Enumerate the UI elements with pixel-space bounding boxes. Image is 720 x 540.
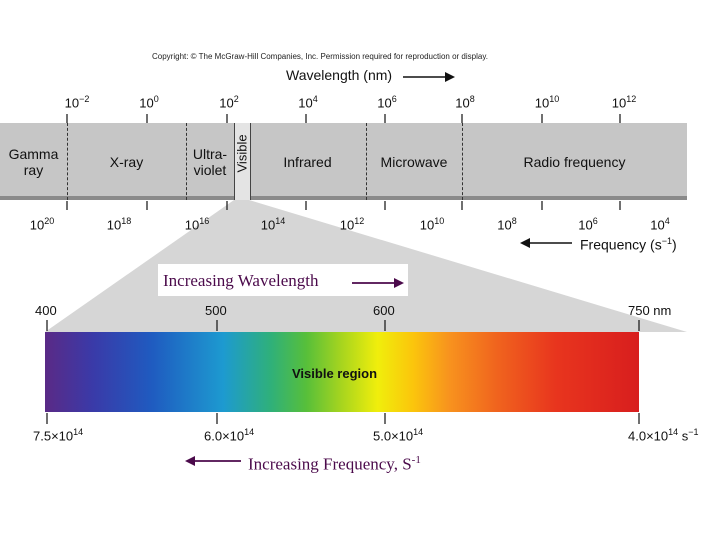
nm-tick: 750 nm bbox=[628, 303, 672, 318]
region-divider bbox=[462, 123, 463, 200]
wavelength-tick: 108 bbox=[455, 94, 475, 111]
frequency-tick: 108 bbox=[497, 216, 517, 233]
figure-label: Figure 7.3 bbox=[31, 25, 89, 40]
arrow-right-icon bbox=[352, 278, 404, 288]
region-ultraviolet: Ultra-violet bbox=[192, 145, 228, 178]
region-divider bbox=[366, 123, 367, 200]
wavelength-axis-title: Wavelength (nm) bbox=[286, 67, 393, 83]
increasing-wavelength-label: Increasing Wavelength bbox=[163, 271, 319, 290]
wavelength-tick-marks bbox=[66, 114, 621, 123]
frequency-value-tick: 4.0×1014 s−1 bbox=[628, 427, 699, 444]
nm-tick: 400 bbox=[35, 303, 57, 318]
nm-tick: 600 bbox=[373, 303, 395, 318]
frequency-tick: 1010 bbox=[419, 216, 445, 233]
region-infrared: Infrared bbox=[283, 153, 332, 170]
frequency-tick: 106 bbox=[578, 216, 598, 233]
frequency-value-tick: 5.0×1014 bbox=[373, 427, 424, 444]
frequency-tick: 1012 bbox=[339, 216, 365, 233]
frequency-tick: 1014 bbox=[260, 216, 286, 233]
wavelength-tick: 1010 bbox=[534, 94, 560, 111]
increasing-wavelength-box bbox=[158, 264, 408, 296]
em-spectrum-band bbox=[0, 123, 687, 200]
region-visible-label: Visible bbox=[234, 134, 250, 173]
visible-region-label: Visible region bbox=[292, 366, 378, 381]
wavelength-tick: 10−2 bbox=[64, 94, 90, 111]
band-shadow bbox=[0, 196, 687, 200]
frequency-tick-marks bbox=[66, 201, 621, 210]
region-visible-strip bbox=[234, 123, 251, 200]
wavelength-tick: 100 bbox=[139, 94, 159, 111]
region-radio-frequency: Radio frequency bbox=[523, 153, 626, 170]
region-microwave: Microwave bbox=[380, 153, 448, 170]
wavelength-tick: 1012 bbox=[611, 94, 637, 111]
wavelength-tick: 104 bbox=[298, 94, 318, 111]
visible-spectrum-bar bbox=[45, 332, 639, 412]
frequency-tick: 104 bbox=[650, 216, 670, 233]
nm-tick-marks bbox=[46, 320, 640, 331]
arrow-left-icon bbox=[520, 238, 572, 248]
increasing-frequency-label: Increasing Frequency, S-1 bbox=[248, 454, 421, 474]
hz-tick-marks bbox=[46, 413, 640, 424]
region-divider bbox=[67, 123, 68, 200]
page-title: Regions of the Electromagnetic Spectrum bbox=[163, 24, 601, 49]
wavelength-tick: 102 bbox=[219, 94, 239, 111]
frequency-axis-title: Frequency (s−1) bbox=[580, 236, 677, 253]
nm-tick: 500 bbox=[205, 303, 227, 318]
frequency-value-tick: 6.0×1014 bbox=[204, 427, 255, 444]
region-x-ray: X-ray bbox=[109, 153, 144, 170]
frequency-tick: 1016 bbox=[184, 216, 210, 233]
region-divider bbox=[186, 123, 187, 200]
frequency-value-tick: 7.5×1014 bbox=[33, 427, 84, 444]
wavelength-tick: 106 bbox=[377, 94, 397, 111]
copyright-notice: Copyright: © The McGraw-Hill Companies, … bbox=[152, 52, 488, 61]
frequency-tick: 1018 bbox=[106, 216, 132, 233]
arrow-right-icon bbox=[403, 72, 455, 82]
frequency-tick: 1020 bbox=[29, 216, 55, 233]
arrow-left-icon bbox=[185, 456, 241, 466]
